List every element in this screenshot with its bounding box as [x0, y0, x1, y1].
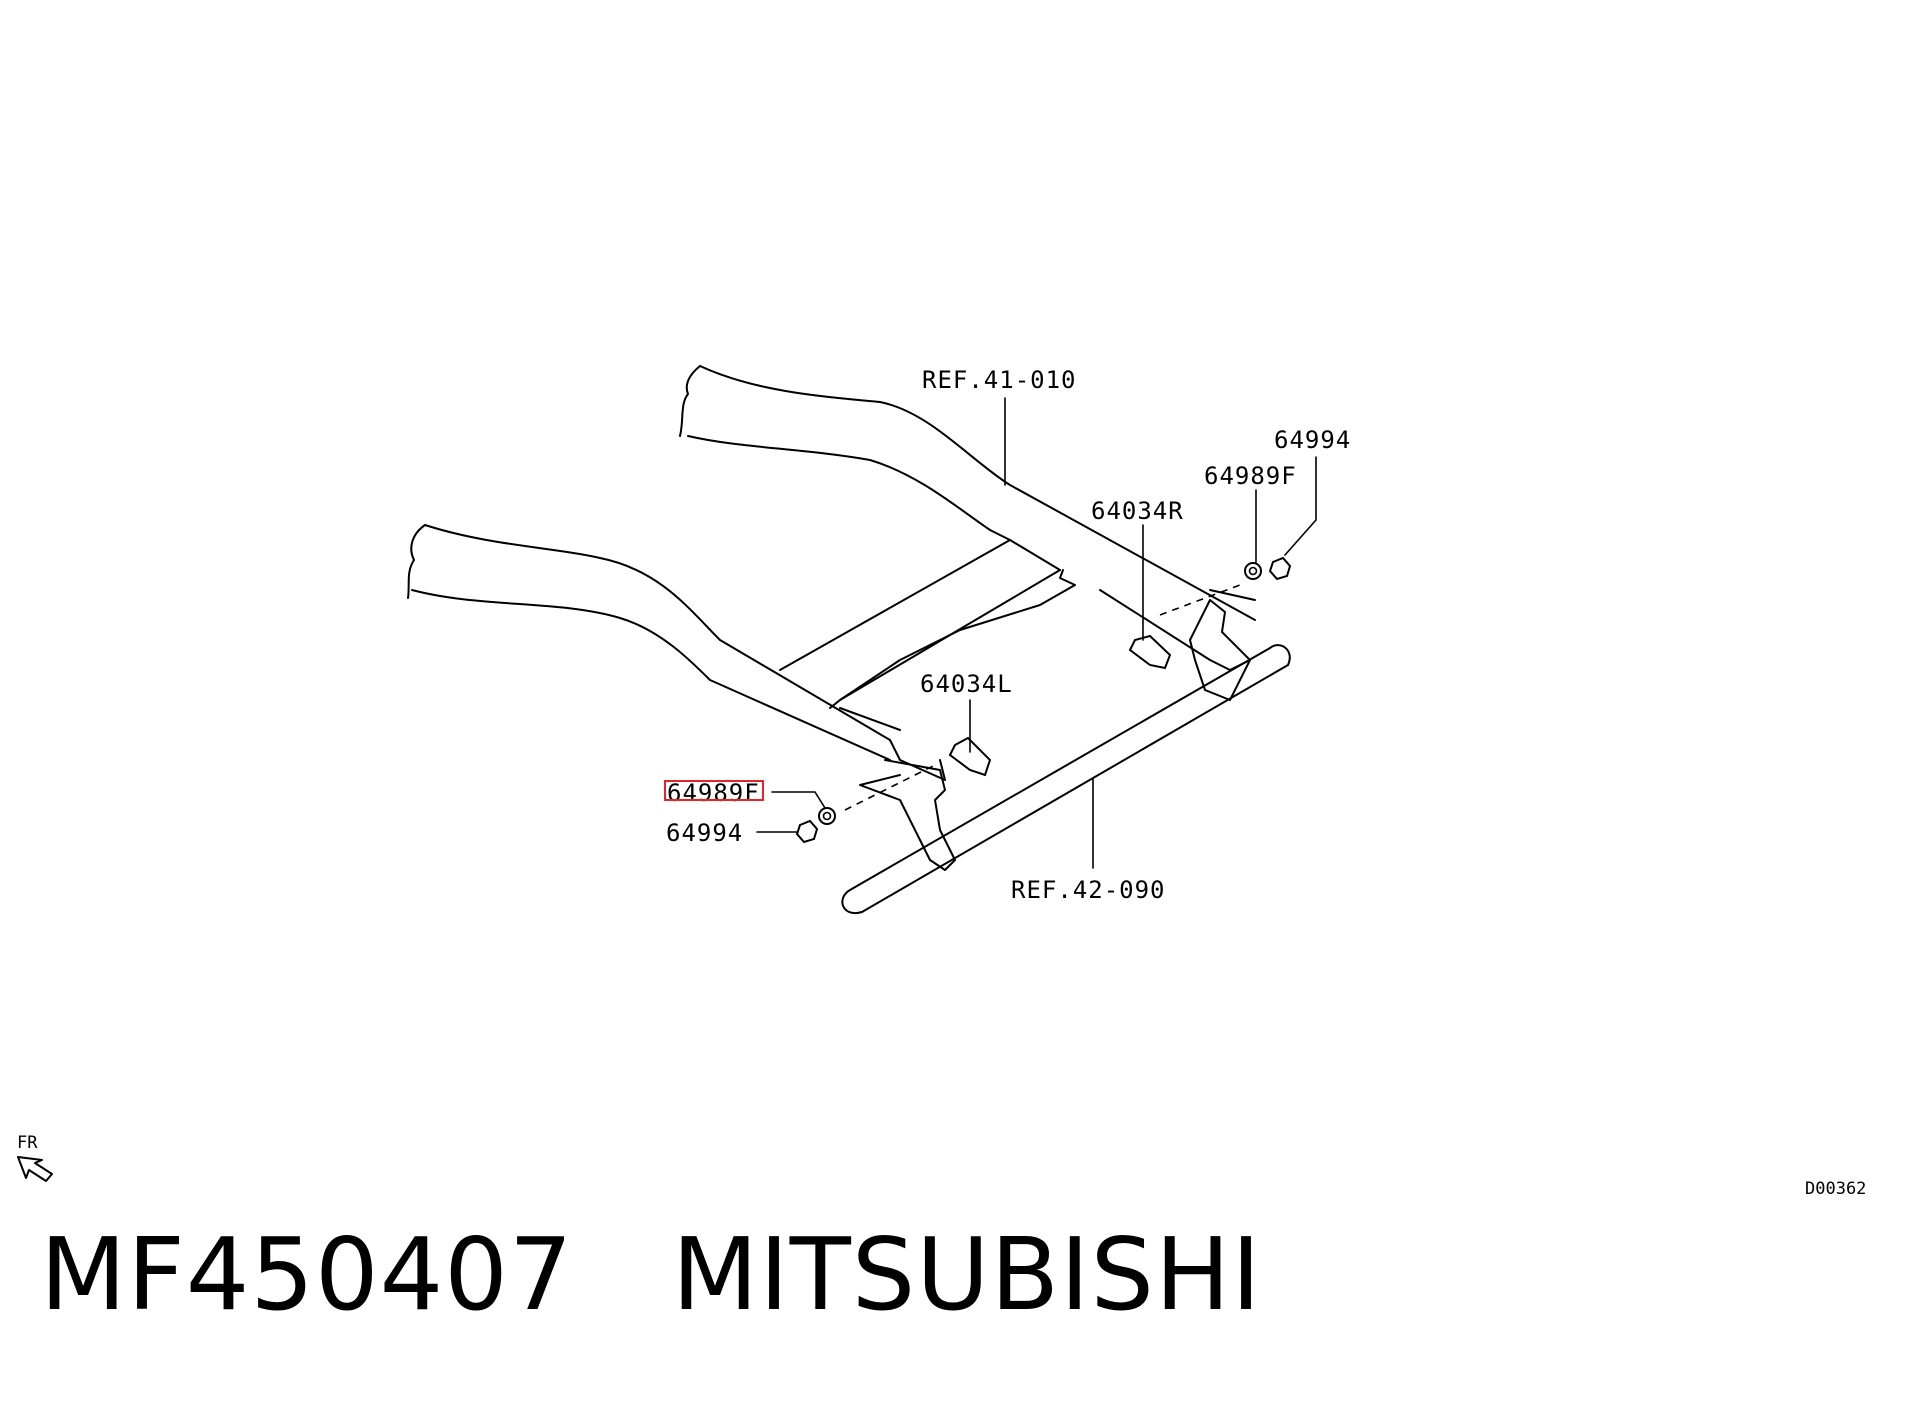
frame-rail-lower: [407, 524, 891, 761]
diagram-code: D00362: [1805, 1179, 1866, 1199]
label-64994-right: 64994: [1274, 426, 1351, 454]
fasteners-right: [1244, 556, 1292, 581]
bracket-right: [1099, 584, 1256, 701]
front-direction-arrow: [17, 1156, 53, 1182]
label-64034r: 64034R: [1091, 497, 1184, 525]
label-fr: FR: [17, 1133, 38, 1153]
footer-title: MF450407 MITSUBISHI: [40, 1225, 1262, 1325]
label-64034l: 64034L: [920, 670, 1013, 698]
bracket-left: [844, 736, 992, 871]
footer-part-number: MF450407: [40, 1216, 574, 1333]
cross-member: [779, 539, 1076, 731]
label-64989f-left-highlighted[interactable]: 64989F: [667, 779, 760, 807]
frame-rail-upper: [679, 365, 1256, 621]
footer-brand: MITSUBISHI: [671, 1216, 1262, 1333]
label-ref-41-010: REF.41-010: [922, 366, 1077, 394]
leader-lines: [756, 397, 1317, 869]
stabilizer-bar: [841, 644, 1291, 915]
part-highlight-box: [664, 780, 764, 801]
label-64989f-right: 64989F: [1204, 462, 1297, 490]
label-64994-left: 64994: [666, 819, 743, 847]
fasteners-left: [795, 807, 836, 844]
label-ref-42-090: REF.42-090: [1011, 876, 1166, 904]
